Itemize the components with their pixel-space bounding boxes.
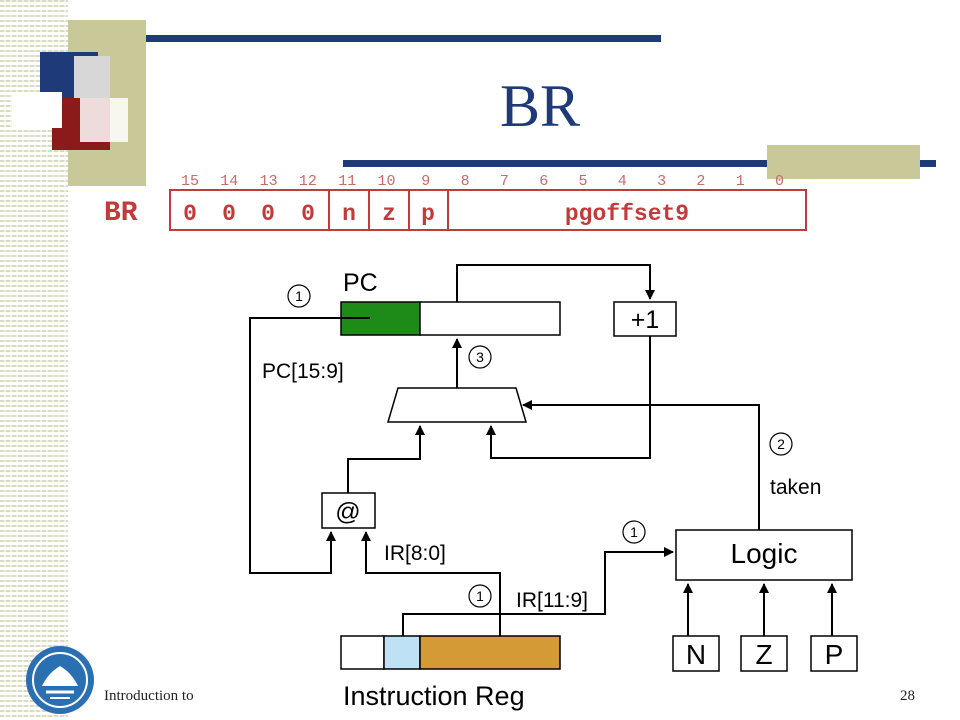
concat-box [321,492,376,529]
step-1a-circle [287,284,311,308]
bit-number-8: 8 [461,173,470,190]
flag-z-label: Z [755,639,772,670]
format-name: BR [104,198,138,229]
bit-number-9: 9 [421,173,430,190]
step-3-label: 3 [476,349,484,365]
pc-to-incrementer-wire [456,264,655,302]
field-z: z [382,201,396,227]
incrementer-label: +1 [631,306,660,334]
pc-mux [386,387,528,423]
opcode-bit-0: 0 [183,201,197,227]
incrementer-to-mux-wire [486,336,651,459]
taken-label: taken [770,476,821,499]
step-1a-label: 1 [295,288,303,304]
format-box [169,189,807,231]
ir-cond-label: IR[11:9] [516,589,588,612]
incrementer-box [613,301,677,337]
field-n: n [342,201,356,227]
decor-white-square-2 [80,98,128,142]
bit-number-3: 3 [657,173,666,190]
decor-bar-top [68,35,661,42]
step-2-circle [769,432,793,456]
ir-label: Instruction Reg [343,681,525,711]
flag-p-box [810,635,858,672]
logic-label: Logic [731,538,798,569]
flag-n-label: N [686,639,706,670]
university-seal-logo [26,646,94,714]
opcode-bit-1: 0 [222,201,236,227]
ir-offset-bits [419,635,561,670]
decor-bar-right [343,160,936,167]
opcode-bit-2: 0 [261,201,275,227]
flag-z-box [740,635,788,672]
step-1c-label: 1 [476,588,484,604]
bit-number-0: 0 [775,173,784,190]
step-3-circle [468,345,492,369]
bit-number-13: 13 [260,173,278,190]
pc-label: PC [343,269,378,297]
decor-white-square [12,92,62,128]
field-p: p [421,201,435,227]
opcode-bit-3: 0 [301,201,315,227]
logic-box [675,529,853,581]
page-number: 28 [900,688,915,704]
flag-n-box [672,635,720,672]
step-1b-label: 1 [630,524,638,540]
decor-gray-square [74,56,110,102]
bit-number-5: 5 [578,173,587,190]
bit-number-1: 1 [736,173,745,190]
decor-olive-block-right [767,145,920,179]
bit-number-4: 4 [618,173,627,190]
step-1b-circle [622,520,646,544]
concat-label: @ [335,498,360,526]
ir-offset-label: IR[8:0] [384,542,446,565]
field-offset: pgoffset9 [565,201,689,227]
pc-bits-label: PC[15:9] [262,360,344,383]
footer-left-text: Introduction to [104,688,194,704]
bit-number-15: 15 [181,173,199,190]
bit-number-12: 12 [299,173,317,190]
bit-number-2: 2 [696,173,705,190]
pc-low-bits [419,301,561,336]
ir-cond-to-logic-wire [402,547,674,636]
step-1c-circle [468,584,492,608]
bit-number-6: 6 [539,173,548,190]
bit-number-11: 11 [338,173,356,190]
step-2-label: 2 [777,436,785,452]
bit-number-10: 10 [377,173,395,190]
slide-title: BR [499,73,581,139]
taken-to-mux-wire [522,400,760,530]
pc-high-to-concat-wire [249,317,370,574]
bit-number-14: 14 [220,173,238,190]
ir-cond-bits [383,635,421,670]
flag-p-label: P [825,639,844,670]
ir-opcode-bits [340,635,385,670]
concat-to-mux-wire [347,425,425,493]
ir-offset-to-concat-wire [361,531,501,636]
bit-number-7: 7 [500,173,509,190]
